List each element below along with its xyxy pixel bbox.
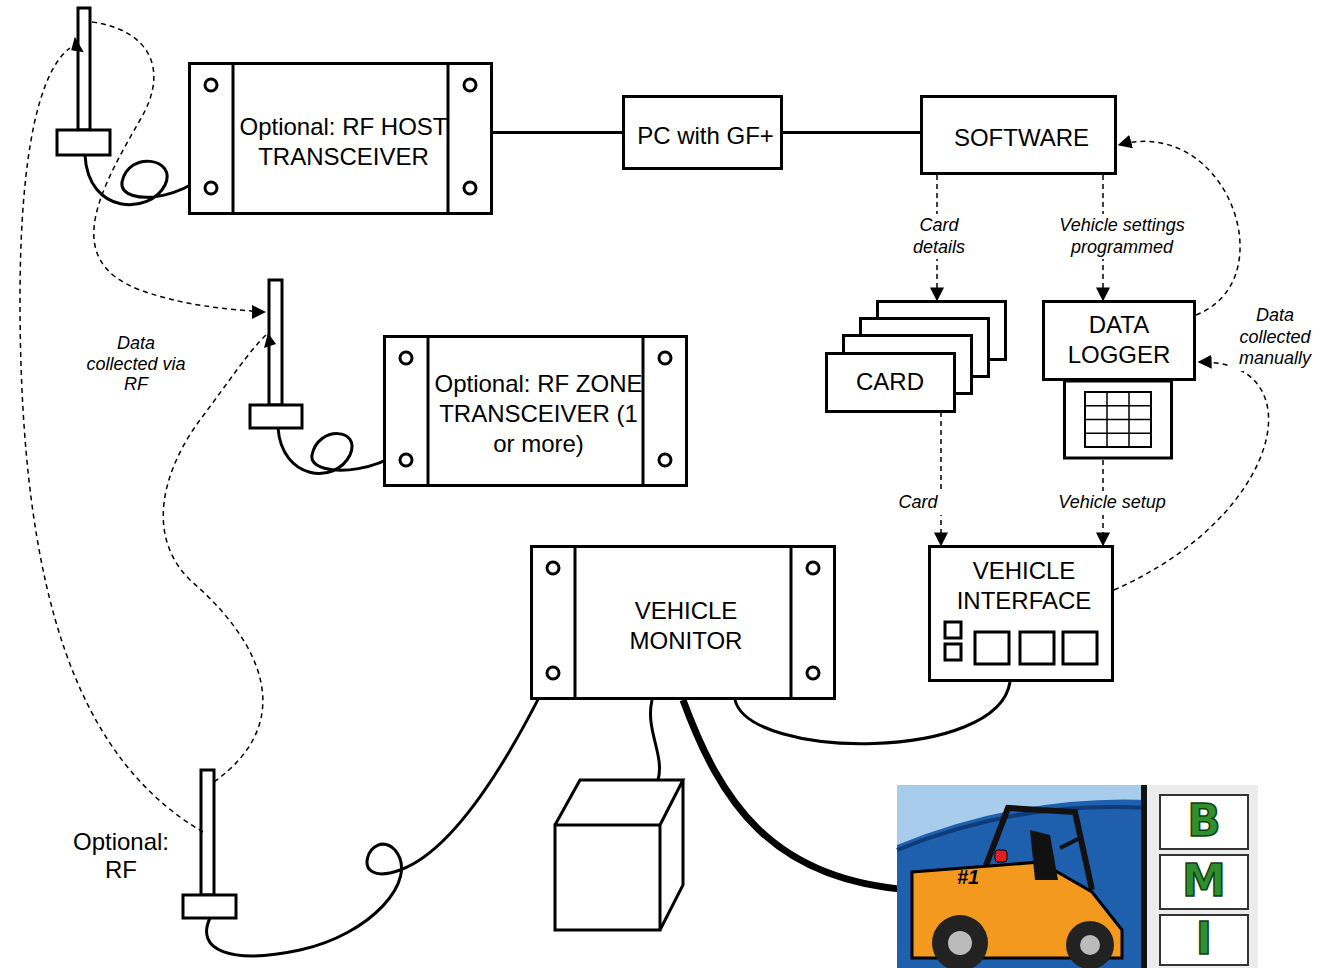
sensor-cable	[650, 700, 659, 780]
mounting-hole	[464, 79, 476, 91]
vehicle-cable	[683, 700, 910, 890]
rf-link	[20, 48, 203, 832]
antenna-base	[183, 895, 236, 918]
arrowhead	[264, 333, 276, 348]
text-area: CARD	[828, 355, 952, 409]
mounting-hole	[659, 352, 671, 364]
box-label: Optional: RF HOST TRANSCEIVER	[239, 112, 448, 172]
flange-line	[232, 65, 235, 212]
flange-line	[574, 548, 577, 697]
software-box: SOFTWARE	[920, 95, 1117, 175]
indicator-led	[945, 622, 961, 638]
data-logger: DATA LOGGER	[1042, 300, 1196, 460]
indicator-led	[945, 644, 961, 660]
text-area: Optional: RF ZONE TRANSCEIVER (1 or more…	[434, 342, 643, 486]
mounting-hole	[205, 79, 217, 91]
text-area: DATA LOGGER	[1046, 304, 1192, 376]
arrowhead	[252, 305, 266, 319]
transceiver-box: Optional: RF ZONE TRANSCEIVER (1 or more…	[383, 335, 688, 487]
rf-note: Data collected via RF	[86, 333, 186, 395]
antenna-cable	[207, 617, 578, 956]
sensor-box	[555, 780, 683, 930]
transceiver-box: Optional: RF HOST TRANSCEIVER	[188, 62, 493, 215]
box-outline	[825, 300, 1007, 412]
connector	[493, 131, 622, 134]
keypad-grid	[1085, 405, 1151, 407]
antenna	[78, 8, 90, 130]
keypad-outline	[1065, 381, 1172, 458]
mounting-hole	[659, 454, 671, 466]
mounting-hole	[400, 454, 412, 466]
text-area: VEHICLE INTERFACE	[935, 554, 1113, 618]
keypad-button	[1063, 632, 1097, 664]
keypad-grid	[1085, 419, 1151, 421]
flange-line	[642, 338, 645, 484]
card-stack: CARD	[825, 300, 1007, 412]
interface-box: VEHICLE INTERFACE	[928, 545, 1114, 682]
logo-letter: I	[1166, 914, 1242, 965]
keypad-grid	[1085, 392, 1151, 447]
mounting-hole	[547, 667, 559, 679]
card-outline	[827, 354, 955, 412]
edge-label: Data collected manually	[1230, 304, 1320, 371]
text-area: VEHICLE MONITOR	[581, 552, 791, 699]
antenna-label: Optional: RF	[62, 828, 180, 883]
text-area: SOFTWARE	[927, 100, 1116, 176]
vehicle-number: #1	[948, 866, 988, 889]
antenna	[201, 770, 214, 895]
edge-label: Card details	[896, 214, 982, 259]
arrowhead	[66, 37, 84, 58]
box-label: VEHICLE MONITOR	[581, 596, 791, 656]
box-label: PC with GF+	[637, 121, 774, 151]
mounting-hole	[400, 352, 412, 364]
edge-label: Card	[890, 491, 946, 515]
edge-label: Vehicle settings programmed	[1038, 214, 1206, 259]
edge-label: Vehicle setup	[1043, 491, 1181, 515]
keypad-button	[975, 632, 1009, 664]
connector	[783, 131, 920, 134]
logo-letter: B	[1166, 796, 1242, 847]
box-label: VEHICLE INTERFACE	[935, 556, 1113, 616]
forklift-picture	[897, 785, 1258, 968]
keypad-button	[1020, 632, 1054, 664]
text-area: PC with GF+	[629, 100, 782, 171]
mounting-hole	[464, 182, 476, 194]
pc-box: PC with GF+	[622, 95, 783, 170]
antenna-base	[250, 405, 302, 428]
mounting-hole	[807, 667, 819, 679]
box-label: SOFTWARE	[954, 123, 1089, 153]
connector	[940, 412, 942, 545]
antenna-base	[57, 130, 110, 155]
keypad-grid	[1085, 433, 1151, 435]
mounting-hole	[807, 562, 819, 574]
flange-line	[427, 338, 430, 484]
logger-outline	[1044, 302, 1195, 380]
box-label: CARD	[856, 367, 924, 397]
box-label: DATA LOGGER	[1046, 310, 1192, 370]
flange-line	[790, 548, 793, 697]
mounting-hole	[205, 182, 217, 194]
logo-letter: M	[1166, 856, 1242, 907]
rf-link	[163, 335, 266, 782]
box-label: Optional: RF ZONE TRANSCEIVER (1 or more…	[434, 369, 643, 459]
monitor-box: VEHICLE MONITOR	[530, 545, 836, 700]
text-area: Optional: RF HOST TRANSCEIVER	[239, 69, 448, 214]
mounting-hole	[547, 562, 559, 574]
